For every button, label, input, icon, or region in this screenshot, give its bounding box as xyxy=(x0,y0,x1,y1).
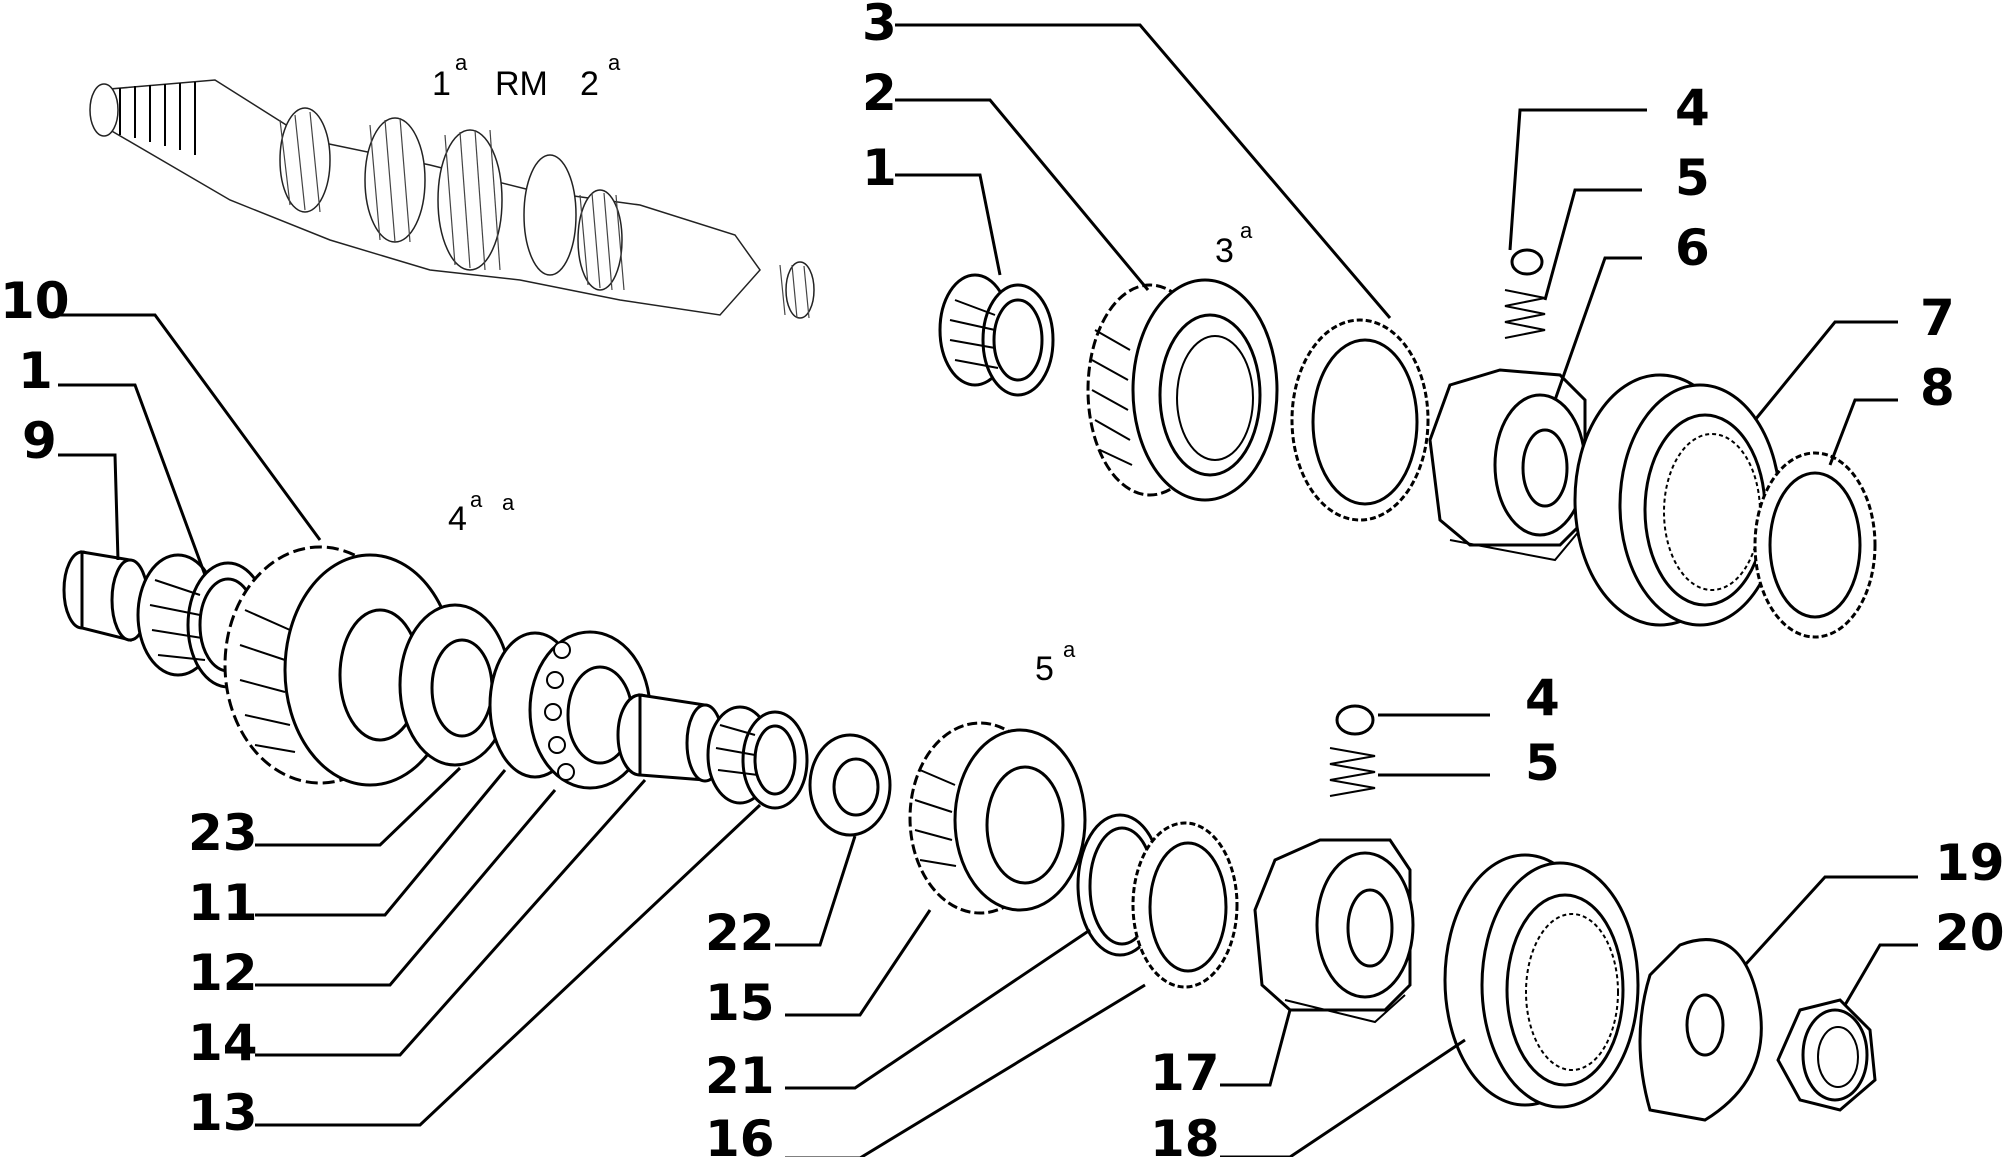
callout-9: 9 xyxy=(22,412,57,470)
callout-20: 20 xyxy=(1935,904,2005,962)
callout-21: 21 xyxy=(705,1047,775,1105)
gear-label-5: 5 xyxy=(1035,650,1054,688)
callout-2-top: 2 xyxy=(862,64,897,122)
detent-spring-mid xyxy=(1329,747,1376,797)
synchro-ring-lower xyxy=(1131,821,1239,989)
retaining-plate xyxy=(1638,938,1763,1122)
main-shaft xyxy=(89,79,815,319)
ball-bearing xyxy=(488,630,652,790)
callout-14: 14 xyxy=(188,1014,258,1072)
callout-19: 19 xyxy=(1935,834,2005,892)
synchro-hub-lower xyxy=(1253,838,1415,1024)
washer-22 xyxy=(808,733,892,837)
gear-label-4-sup: a xyxy=(470,487,483,512)
gear-label-5-sup: a xyxy=(1063,637,1076,662)
callout-13: 13 xyxy=(188,1084,258,1142)
detent-spring-top xyxy=(1504,289,1546,339)
gear-label-3-sup: a xyxy=(1240,218,1253,243)
callout-17: 17 xyxy=(1150,1044,1220,1102)
callout-4-mid: 4 xyxy=(1525,669,1560,727)
callout-18: 18 xyxy=(1150,1110,1220,1157)
callout-10: 10 xyxy=(0,272,70,330)
callout-16: 16 xyxy=(705,1110,775,1157)
callout-3-top: 3 xyxy=(862,0,897,52)
callout-5-mid: 5 xyxy=(1525,734,1560,792)
detent-ball-mid xyxy=(1335,704,1375,736)
synchro-ring-right xyxy=(1753,451,1877,639)
leader-lines xyxy=(58,23,1918,1157)
callout-8: 8 xyxy=(1920,359,1955,417)
spacer-sleeve xyxy=(62,550,150,642)
callout-22: 22 xyxy=(705,904,775,962)
callout-4-top: 4 xyxy=(1675,79,1710,137)
callout-15: 15 xyxy=(705,974,775,1032)
callout-5-top: 5 xyxy=(1675,149,1710,207)
third-gear xyxy=(1086,278,1279,502)
gear-label-1: 1 xyxy=(432,65,451,103)
callout-7: 7 xyxy=(1920,289,1955,347)
callout-11: 11 xyxy=(188,874,258,932)
sliding-sleeve-lower xyxy=(1443,853,1640,1109)
gear-label-4: 4 xyxy=(448,500,467,538)
needle-bearing-small xyxy=(706,705,809,810)
gear-label-3: 3 xyxy=(1215,232,1234,270)
callout-6: 6 xyxy=(1675,219,1710,277)
callout-1-left: 1 xyxy=(18,342,53,400)
gear-label-rm: RM xyxy=(495,65,548,103)
fifth-gear xyxy=(908,721,1087,915)
gear-label-4b-sup: a xyxy=(502,490,515,515)
gear-label-2-sup: a xyxy=(608,50,621,75)
gear-labels: 1 a RM 2 a 3 a 4 a a 5 a xyxy=(432,50,1253,688)
callout-12: 12 xyxy=(188,944,258,1002)
gear-label-2: 2 xyxy=(580,65,599,103)
callout-23: 23 xyxy=(188,804,258,862)
detent-ball-top xyxy=(1510,248,1544,276)
needle-bearing-top xyxy=(938,273,1055,397)
synchro-hub-top xyxy=(1428,368,1587,562)
callout-1-top: 1 xyxy=(862,139,897,197)
sliding-sleeve-top xyxy=(1573,373,1782,627)
gear-label-1-sup: a xyxy=(455,50,468,75)
thrust-washer xyxy=(398,603,512,767)
synchro-ring-top xyxy=(1290,318,1430,522)
hex-nut xyxy=(1776,998,1877,1112)
bushing xyxy=(616,693,725,783)
